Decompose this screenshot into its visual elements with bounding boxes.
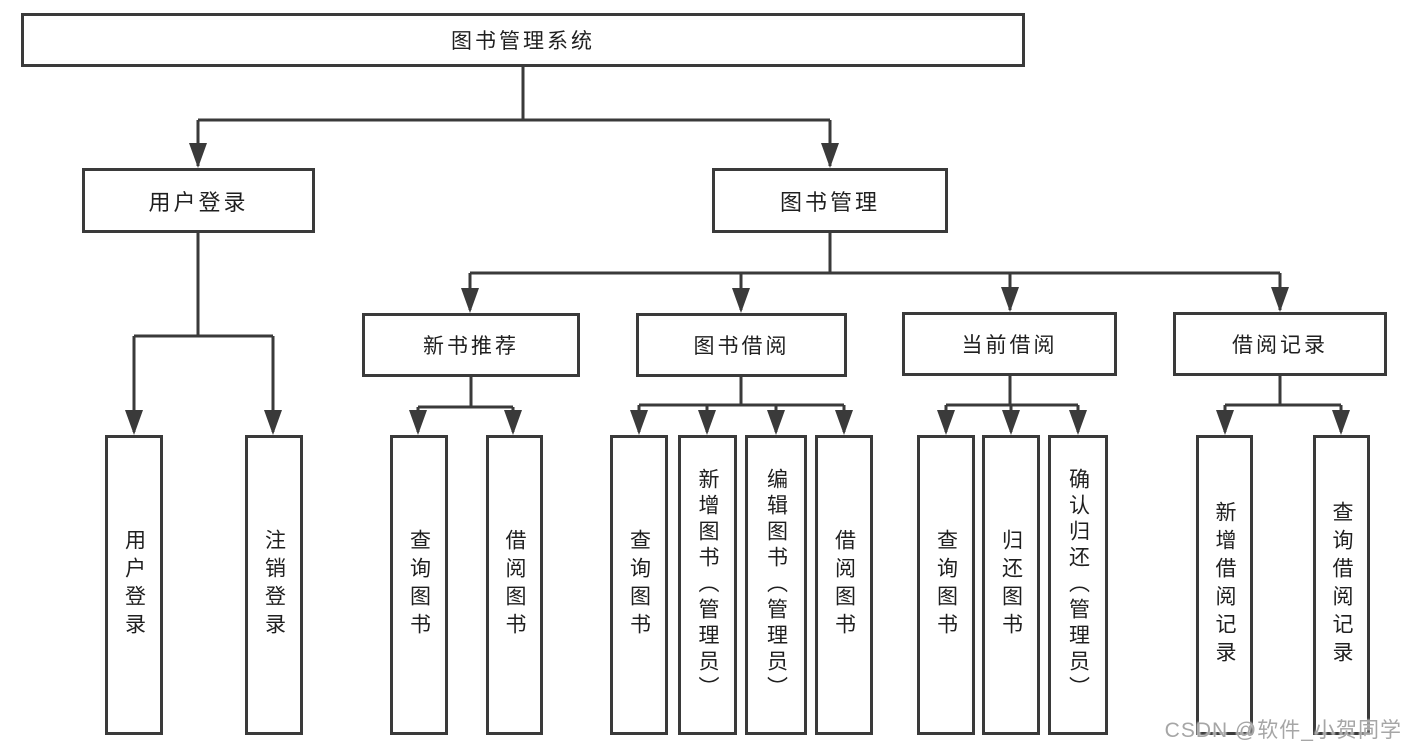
node-user-login-module: 用户登录 bbox=[82, 168, 315, 233]
connector-book-mgmt-to-level3 bbox=[468, 233, 1282, 310]
arrow-icon bbox=[767, 410, 785, 435]
arrow-icon bbox=[821, 143, 839, 168]
node-current-borrowing: 当前借阅 bbox=[902, 312, 1117, 376]
connector-borrow-record-to-leaves bbox=[1223, 375, 1343, 432]
arrow-icon bbox=[937, 410, 955, 435]
arrow-icon bbox=[504, 410, 522, 435]
leaf-borrow-book-recommend: 借阅图书 bbox=[486, 435, 543, 735]
connector-new-book-to-leaves bbox=[416, 377, 515, 432]
arrow-icon bbox=[409, 410, 427, 435]
leaf-confirm-return-admin: 确认归还（管理员） bbox=[1048, 435, 1108, 735]
leaf-add-book-admin: 新增图书（管理员） bbox=[678, 435, 737, 735]
leaf-edit-book-admin: 编辑图书（管理员） bbox=[745, 435, 807, 735]
leaf-add-borrow-record: 新增借阅记录 bbox=[1196, 435, 1253, 735]
node-book-management-module: 图书管理 bbox=[712, 168, 948, 233]
node-new-book-recommend: 新书推荐 bbox=[362, 313, 580, 377]
arrow-icon bbox=[461, 288, 479, 313]
arrow-icon bbox=[189, 143, 207, 168]
node-root-system: 图书管理系统 bbox=[21, 13, 1025, 67]
leaf-borrow-book-borrowing: 借阅图书 bbox=[815, 435, 873, 735]
arrow-icon bbox=[264, 410, 282, 435]
connector-book-borrow-to-leaves bbox=[637, 377, 846, 432]
connector-user-login-to-leaves bbox=[132, 233, 275, 432]
connector-root-to-level2 bbox=[196, 67, 832, 166]
arrow-icon bbox=[1069, 410, 1087, 435]
arrow-icon bbox=[732, 288, 750, 313]
arrow-icon bbox=[1271, 287, 1289, 312]
leaf-logout: 注销登录 bbox=[245, 435, 303, 735]
arrow-icon bbox=[1332, 410, 1350, 435]
arrow-icon bbox=[698, 410, 716, 435]
arrowheads bbox=[125, 143, 1350, 435]
leaf-query-book-borrowing: 查询图书 bbox=[610, 435, 668, 735]
leaf-query-book-recommend: 查询图书 bbox=[390, 435, 448, 735]
arrow-icon bbox=[1216, 410, 1234, 435]
arrow-icon bbox=[125, 410, 143, 435]
csdn-watermark: CSDN @软件_小贺同学 bbox=[1164, 719, 1402, 742]
leaf-query-borrow-record: 查询借阅记录 bbox=[1313, 435, 1370, 735]
node-borrowing-records: 借阅记录 bbox=[1173, 312, 1387, 376]
arrow-icon bbox=[1002, 410, 1020, 435]
arrow-icon bbox=[835, 410, 853, 435]
leaf-query-book-current: 查询图书 bbox=[917, 435, 975, 735]
leaf-user-login: 用户登录 bbox=[105, 435, 163, 735]
node-book-borrowing: 图书借阅 bbox=[636, 313, 847, 377]
leaf-return-book: 归还图书 bbox=[982, 435, 1040, 735]
arrow-icon bbox=[630, 410, 648, 435]
arrow-icon bbox=[1001, 287, 1019, 312]
